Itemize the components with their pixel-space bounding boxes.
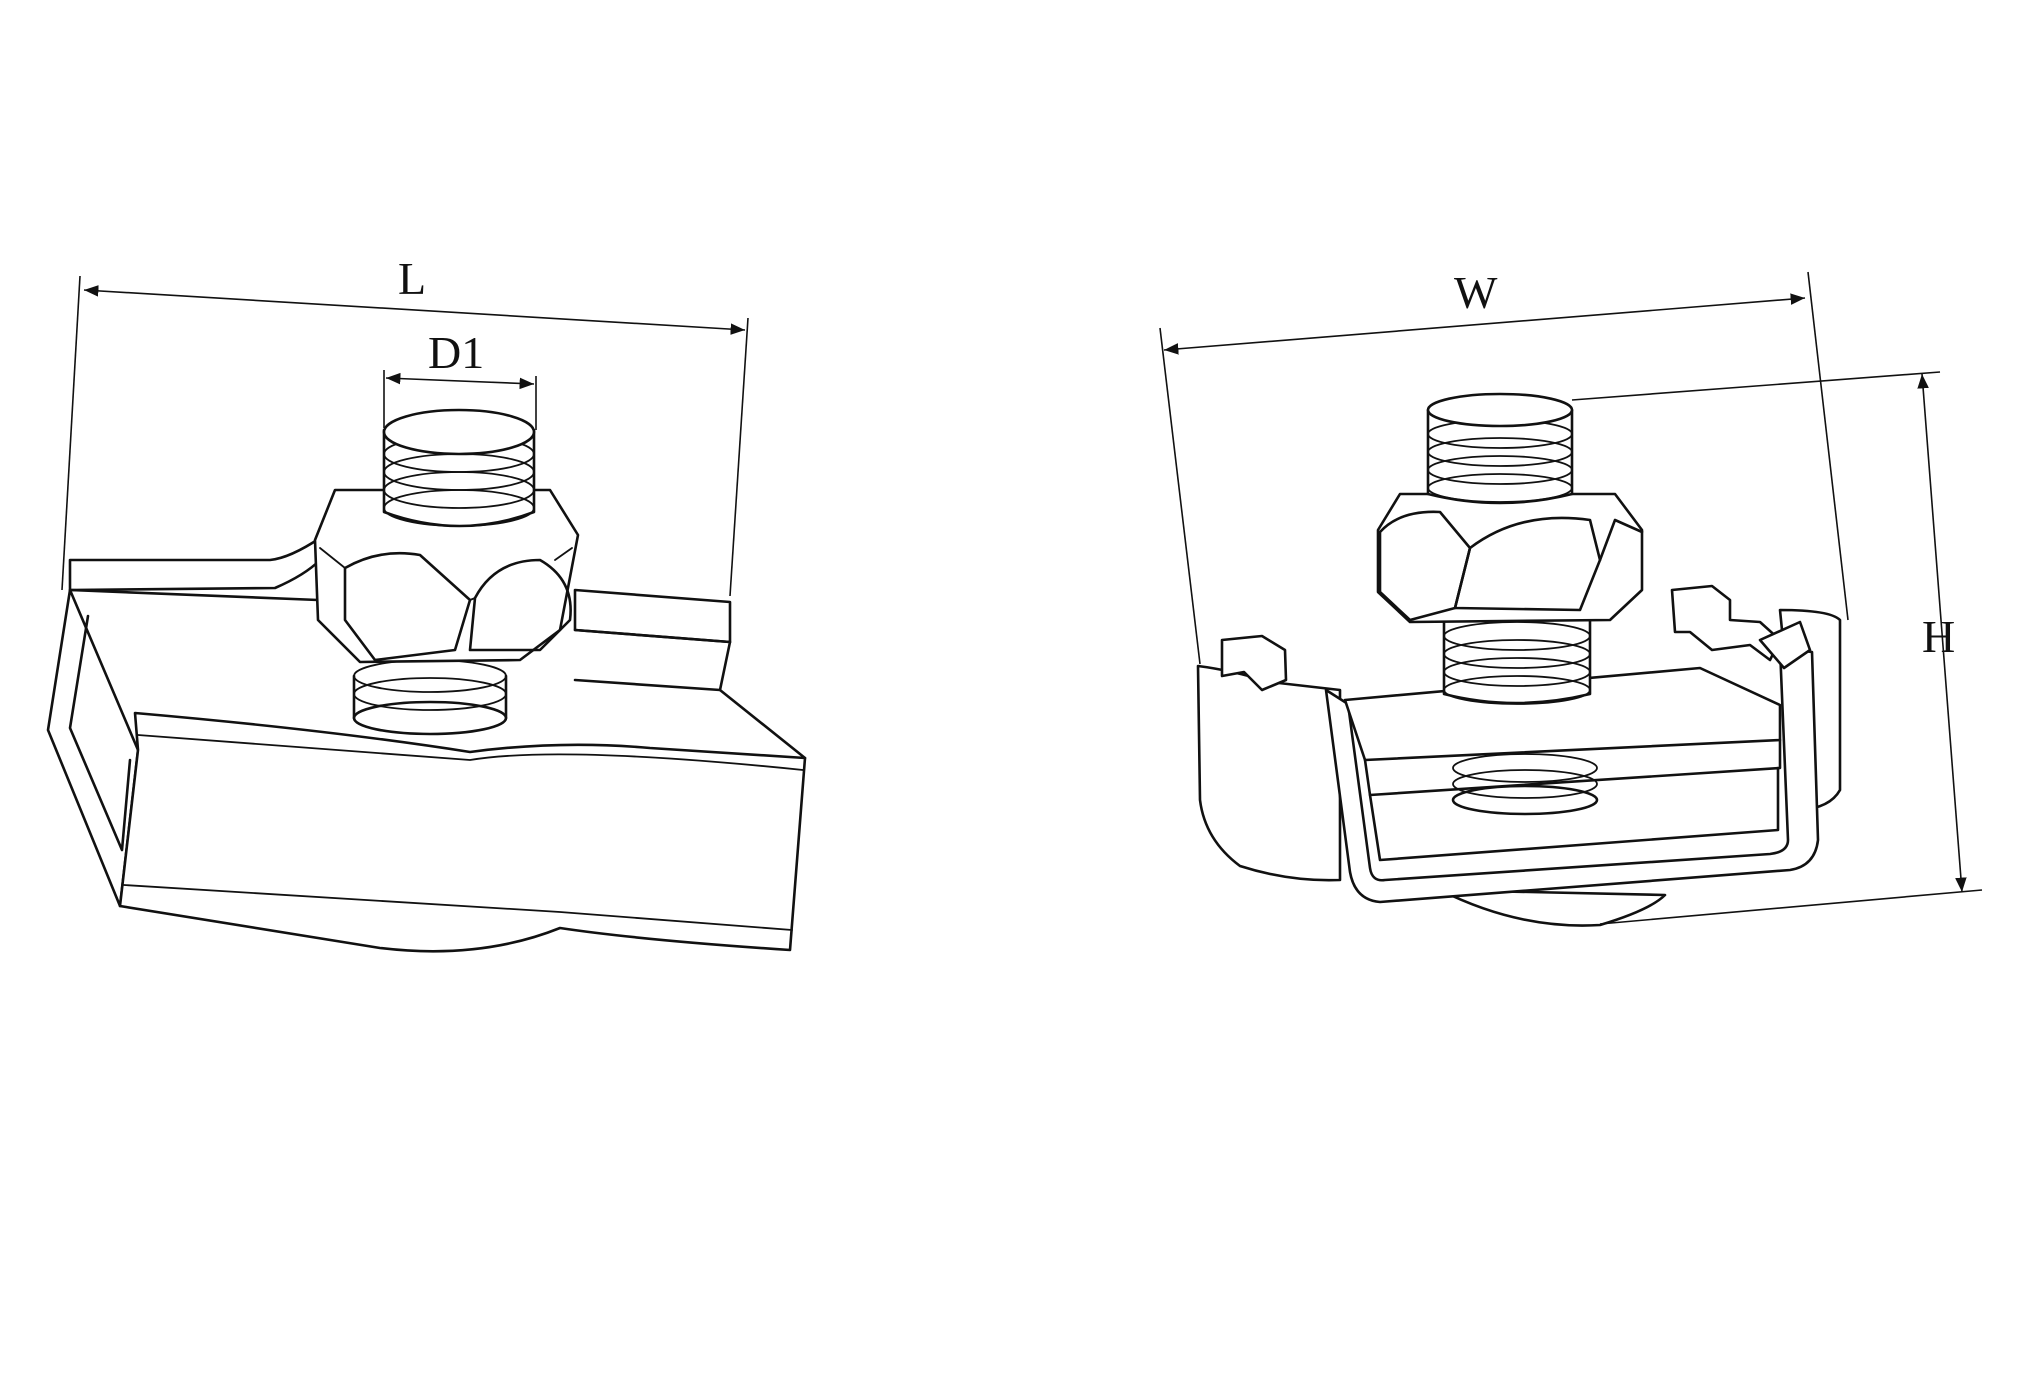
back-saddle-plate	[68, 536, 322, 592]
mid-stud-front	[1442, 608, 1592, 705]
lower-stud	[352, 659, 508, 736]
lower-stud-front	[1451, 753, 1599, 816]
hex-nut-front	[1376, 492, 1644, 624]
bottom-saddle	[1196, 664, 1342, 882]
label-length: L	[398, 253, 426, 304]
side-view: L D1	[46, 253, 807, 953]
back-saddle-plate-right	[573, 588, 732, 644]
hex-nut	[313, 488, 580, 664]
label-height: H	[1922, 611, 1955, 662]
left-ear	[1220, 634, 1288, 692]
label-width: W	[1454, 267, 1498, 318]
right-ear	[1670, 584, 1782, 662]
front-view: W H	[1159, 267, 1983, 927]
upper-stud-front	[1426, 392, 1574, 505]
upper-stud	[382, 408, 536, 528]
front-band	[118, 711, 807, 953]
label-thread-diameter: D1	[428, 327, 484, 378]
